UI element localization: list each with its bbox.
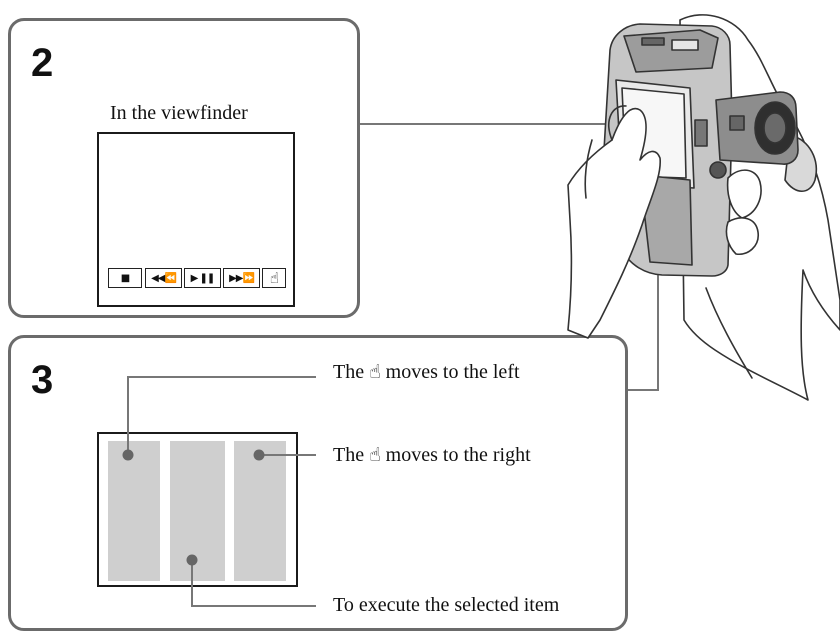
fast-forward-button[interactable]: ▶▶⏩ xyxy=(223,268,260,288)
leader-dots xyxy=(122,449,265,566)
callout-center: To execute the selected item xyxy=(333,594,560,616)
stop-icon: ■ xyxy=(120,272,131,284)
right-touch-area[interactable] xyxy=(234,441,286,581)
rewind-button[interactable]: ◀◀⏪ xyxy=(145,268,182,288)
hand-pointer-icon: ☝ xyxy=(369,444,381,466)
step-number-3: 3 xyxy=(31,358,54,402)
callout-right-prefix: The xyxy=(333,444,365,466)
camcorder-illustration xyxy=(567,14,840,401)
hand-crease xyxy=(584,139,593,199)
hand-pointer-icon: ☝ xyxy=(369,361,381,383)
play-pause-icon: ▶ ❚❚ xyxy=(190,272,216,284)
step-number-2: 2 xyxy=(31,41,54,85)
viewfinder-screen: ■ ◀◀⏪ ▶ ❚❚ ▶▶⏩ ☝ xyxy=(97,132,295,307)
top-display xyxy=(671,39,699,51)
left-touch-area[interactable] xyxy=(108,441,160,581)
side-control xyxy=(694,119,708,147)
fast-forward-icon: ▶▶⏩ xyxy=(229,272,255,284)
callout-left-suffix: moves to the left xyxy=(385,361,520,383)
viewfinder-lens xyxy=(763,112,787,144)
rewind-icon: ◀◀⏪ xyxy=(151,272,177,284)
viewfinder-marker xyxy=(729,115,745,131)
callout-right: The ☝ moves to the right xyxy=(333,444,531,467)
leader-line-left xyxy=(127,376,316,455)
callout-left-prefix: The xyxy=(333,361,365,383)
dial-icon xyxy=(709,161,727,179)
step-2-panel: 2 In the viewfinder ■ ◀◀⏪ ▶ ❚❚ ▶▶⏩ ☝ xyxy=(8,18,360,318)
wrist-line xyxy=(705,287,753,379)
mic-grille xyxy=(641,37,665,46)
center-touch-area[interactable] xyxy=(170,441,225,581)
menu-button[interactable]: ☝ xyxy=(262,268,286,288)
dot-center xyxy=(186,554,198,566)
dot-right xyxy=(253,449,265,461)
left-hand xyxy=(567,107,661,339)
hand-pointer-icon: ☝ xyxy=(269,269,279,287)
play-pause-button[interactable]: ▶ ❚❚ xyxy=(184,268,221,288)
top-panel xyxy=(623,29,719,73)
leader-line-center xyxy=(191,560,316,607)
dot-left xyxy=(122,449,134,461)
thumb-outline xyxy=(608,105,627,141)
callout-right-suffix: moves to the right xyxy=(385,444,531,466)
battery-pack xyxy=(639,174,693,266)
step-3-panel: 3 The ☝ moves to the left The ☝ moves to… xyxy=(8,335,628,631)
stop-button[interactable]: ■ xyxy=(108,268,142,288)
grip-finger-1 xyxy=(726,169,762,219)
callout-left: The ☝ moves to the left xyxy=(333,361,520,384)
connector-panel3 xyxy=(628,275,659,391)
viewfinder-label: In the viewfinder xyxy=(110,102,248,124)
leader-lines xyxy=(127,376,316,607)
grip-finger-2 xyxy=(725,217,759,256)
